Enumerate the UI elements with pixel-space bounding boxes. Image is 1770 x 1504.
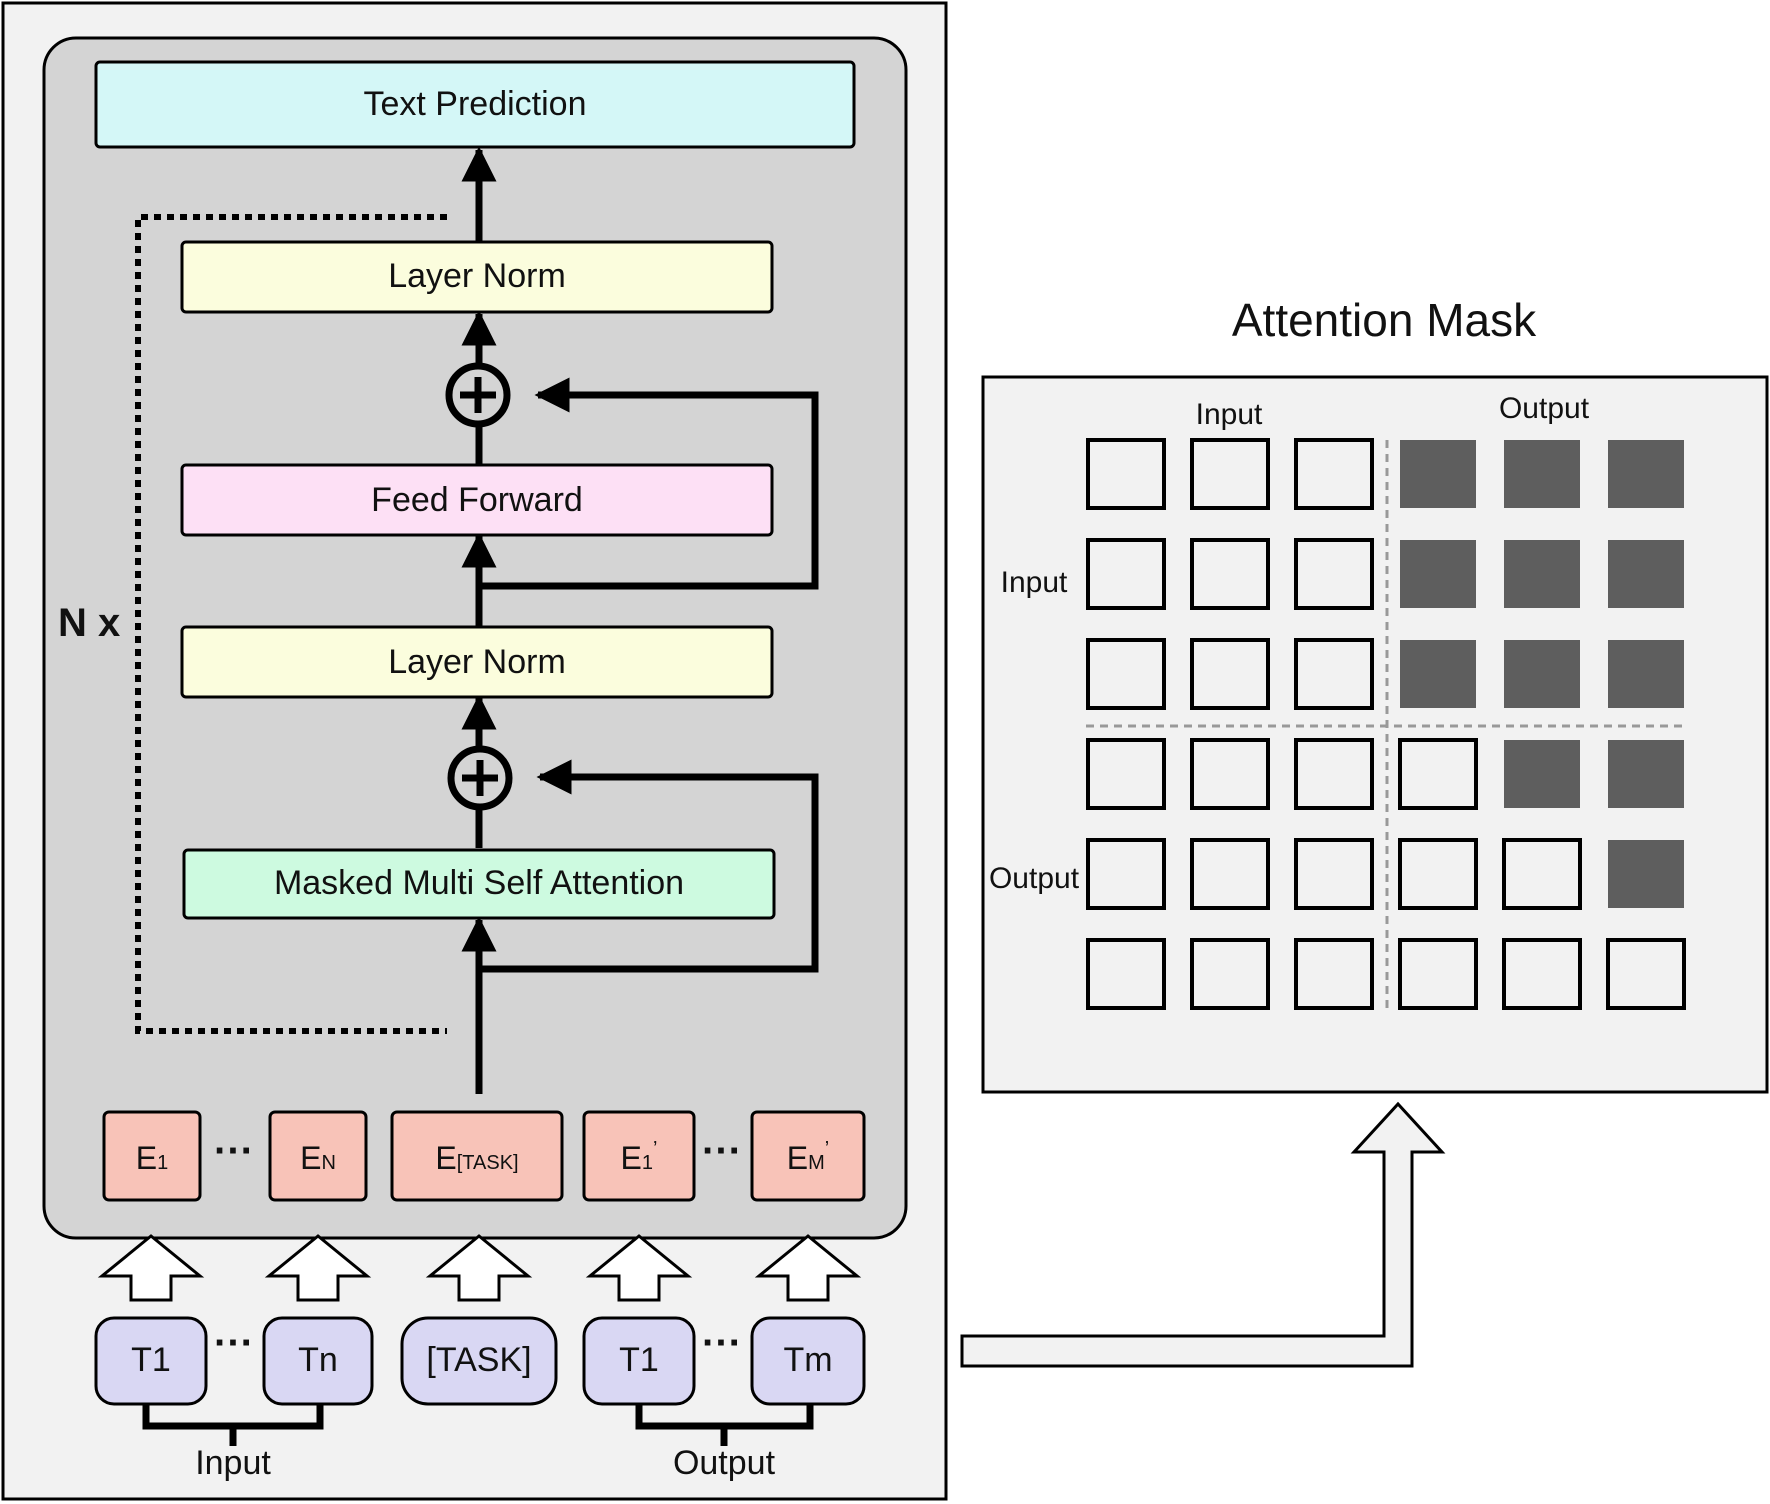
- mask-row-label-output: Output: [989, 862, 1080, 895]
- up-arrow-icon: [585, 1234, 693, 1302]
- attention-mask-grid: [1086, 438, 1686, 1010]
- mask-col-label-output: Output: [1499, 392, 1590, 425]
- mask-cell-open: [1398, 938, 1478, 1010]
- mask-cell-open: [1190, 438, 1270, 510]
- embedding-box-task: [390, 1110, 564, 1202]
- embedding-box-e1: [102, 1110, 202, 1202]
- token-ellipsis-input: ···: [214, 1321, 254, 1365]
- mask-cell-blocked: [1608, 740, 1684, 808]
- layer-norm-bottom-label: Layer Norm: [388, 643, 566, 681]
- add-circle-lower: [447, 745, 513, 811]
- token-box-task: [400, 1316, 558, 1406]
- mask-cell-open: [1086, 838, 1166, 910]
- embedding-box-e1-prime: [582, 1110, 696, 1202]
- mask-cell-blocked: [1504, 740, 1580, 808]
- up-arrow-icon: [425, 1234, 533, 1302]
- token-box-t1-input: [94, 1316, 208, 1406]
- mask-cell-open: [1086, 438, 1166, 510]
- token-label-tm: Tm: [783, 1341, 832, 1379]
- mask-cell-blocked: [1400, 640, 1476, 708]
- mask-cell-open: [1086, 538, 1166, 610]
- input-group-label: Input: [195, 1444, 271, 1482]
- embedding-label-em-prime: EM’: [787, 1138, 829, 1176]
- mask-col-label-input: Input: [1196, 398, 1263, 431]
- mask-cell-open: [1190, 938, 1270, 1010]
- layer-norm-top-label: Layer Norm: [388, 257, 566, 295]
- mask-cell-blocked: [1400, 440, 1476, 508]
- mask-cell-blocked: [1400, 540, 1476, 608]
- mask-cell-open: [1190, 838, 1270, 910]
- embedding-ellipsis-output: ···: [702, 1129, 742, 1173]
- output-group-label: Output: [673, 1444, 776, 1482]
- mask-cell-open: [1294, 738, 1374, 810]
- mask-cell-blocked: [1608, 840, 1684, 908]
- mask-cell-open: [1294, 938, 1374, 1010]
- mask-cell-blocked: [1608, 440, 1684, 508]
- mask-cell-blocked: [1504, 440, 1580, 508]
- mask-cell-open: [1294, 638, 1374, 710]
- feed-forward-label: Feed Forward: [371, 481, 583, 519]
- repeat-bracket: [135, 214, 447, 1034]
- input-group-bracket: [142, 1404, 324, 1446]
- masked-attention-box: [182, 848, 776, 920]
- mask-cell-open: [1190, 538, 1270, 610]
- embedding-label-en: EN: [300, 1140, 336, 1176]
- token-label-t1-input: T1: [131, 1341, 171, 1379]
- residual-connection-upper: [479, 377, 819, 590]
- mask-cell-open: [1398, 838, 1478, 910]
- connector-arrow: [960, 1101, 1446, 1368]
- repeat-label: N x: [58, 601, 120, 645]
- token-ellipsis-output: ···: [702, 1321, 742, 1365]
- mask-cell-open: [1606, 938, 1686, 1010]
- up-arrow-icon: [264, 1234, 372, 1302]
- up-arrow-icon: [97, 1234, 205, 1302]
- mask-cell-open: [1294, 438, 1374, 510]
- mask-cell-open: [1190, 738, 1270, 810]
- layer-norm-bottom-box: [180, 625, 774, 699]
- mask-cell-open: [1502, 938, 1582, 1010]
- mask-cell-open: [1294, 538, 1374, 610]
- hollow-arrows: [97, 1234, 862, 1302]
- token-row: T1 ··· Tn [TASK] T1 ··· Tm: [94, 1316, 866, 1406]
- masked-attention-label: Masked Multi Self Attention: [274, 864, 684, 902]
- embedding-box-en: [268, 1110, 368, 1202]
- token-label-task: [TASK]: [426, 1341, 531, 1379]
- mask-cell-open: [1502, 838, 1582, 910]
- token-label-tn: Tn: [298, 1341, 338, 1379]
- embedding-row: E1 ··· EN E[TASK] E1’ ··· EM’: [102, 1110, 866, 1202]
- token-label-t1-output: T1: [619, 1341, 659, 1379]
- residual-connection-lower: [479, 759, 819, 973]
- attention-mask-title: Attention Mask: [1232, 294, 1537, 346]
- output-group-bracket: [635, 1404, 814, 1446]
- mask-row-label-input: Input: [1001, 566, 1068, 599]
- up-arrow-icon: [754, 1234, 862, 1302]
- feed-forward-box: [180, 463, 774, 537]
- embedding-label-task: E[TASK]: [435, 1140, 518, 1176]
- add-circle-upper: [445, 362, 511, 428]
- mask-cell-blocked: [1504, 540, 1580, 608]
- embedding-box-em-prime: [750, 1110, 866, 1202]
- embedding-label-e1-prime: E1’: [621, 1138, 658, 1176]
- mask-cell-blocked: [1608, 640, 1684, 708]
- mask-cell-open: [1294, 838, 1374, 910]
- embedding-label-e1: E1: [136, 1140, 168, 1176]
- mask-cell-open: [1086, 638, 1166, 710]
- mask-cell-blocked: [1504, 640, 1580, 708]
- mask-cell-open: [1398, 738, 1478, 810]
- text-prediction-label: Text Prediction: [364, 85, 587, 123]
- mask-cell-open: [1086, 738, 1166, 810]
- mask-cell-open: [1190, 638, 1270, 710]
- layer-norm-top-box: [180, 240, 774, 314]
- mask-cell-blocked: [1608, 540, 1684, 608]
- embedding-ellipsis-input: ···: [214, 1129, 254, 1173]
- mask-cell-open: [1086, 938, 1166, 1010]
